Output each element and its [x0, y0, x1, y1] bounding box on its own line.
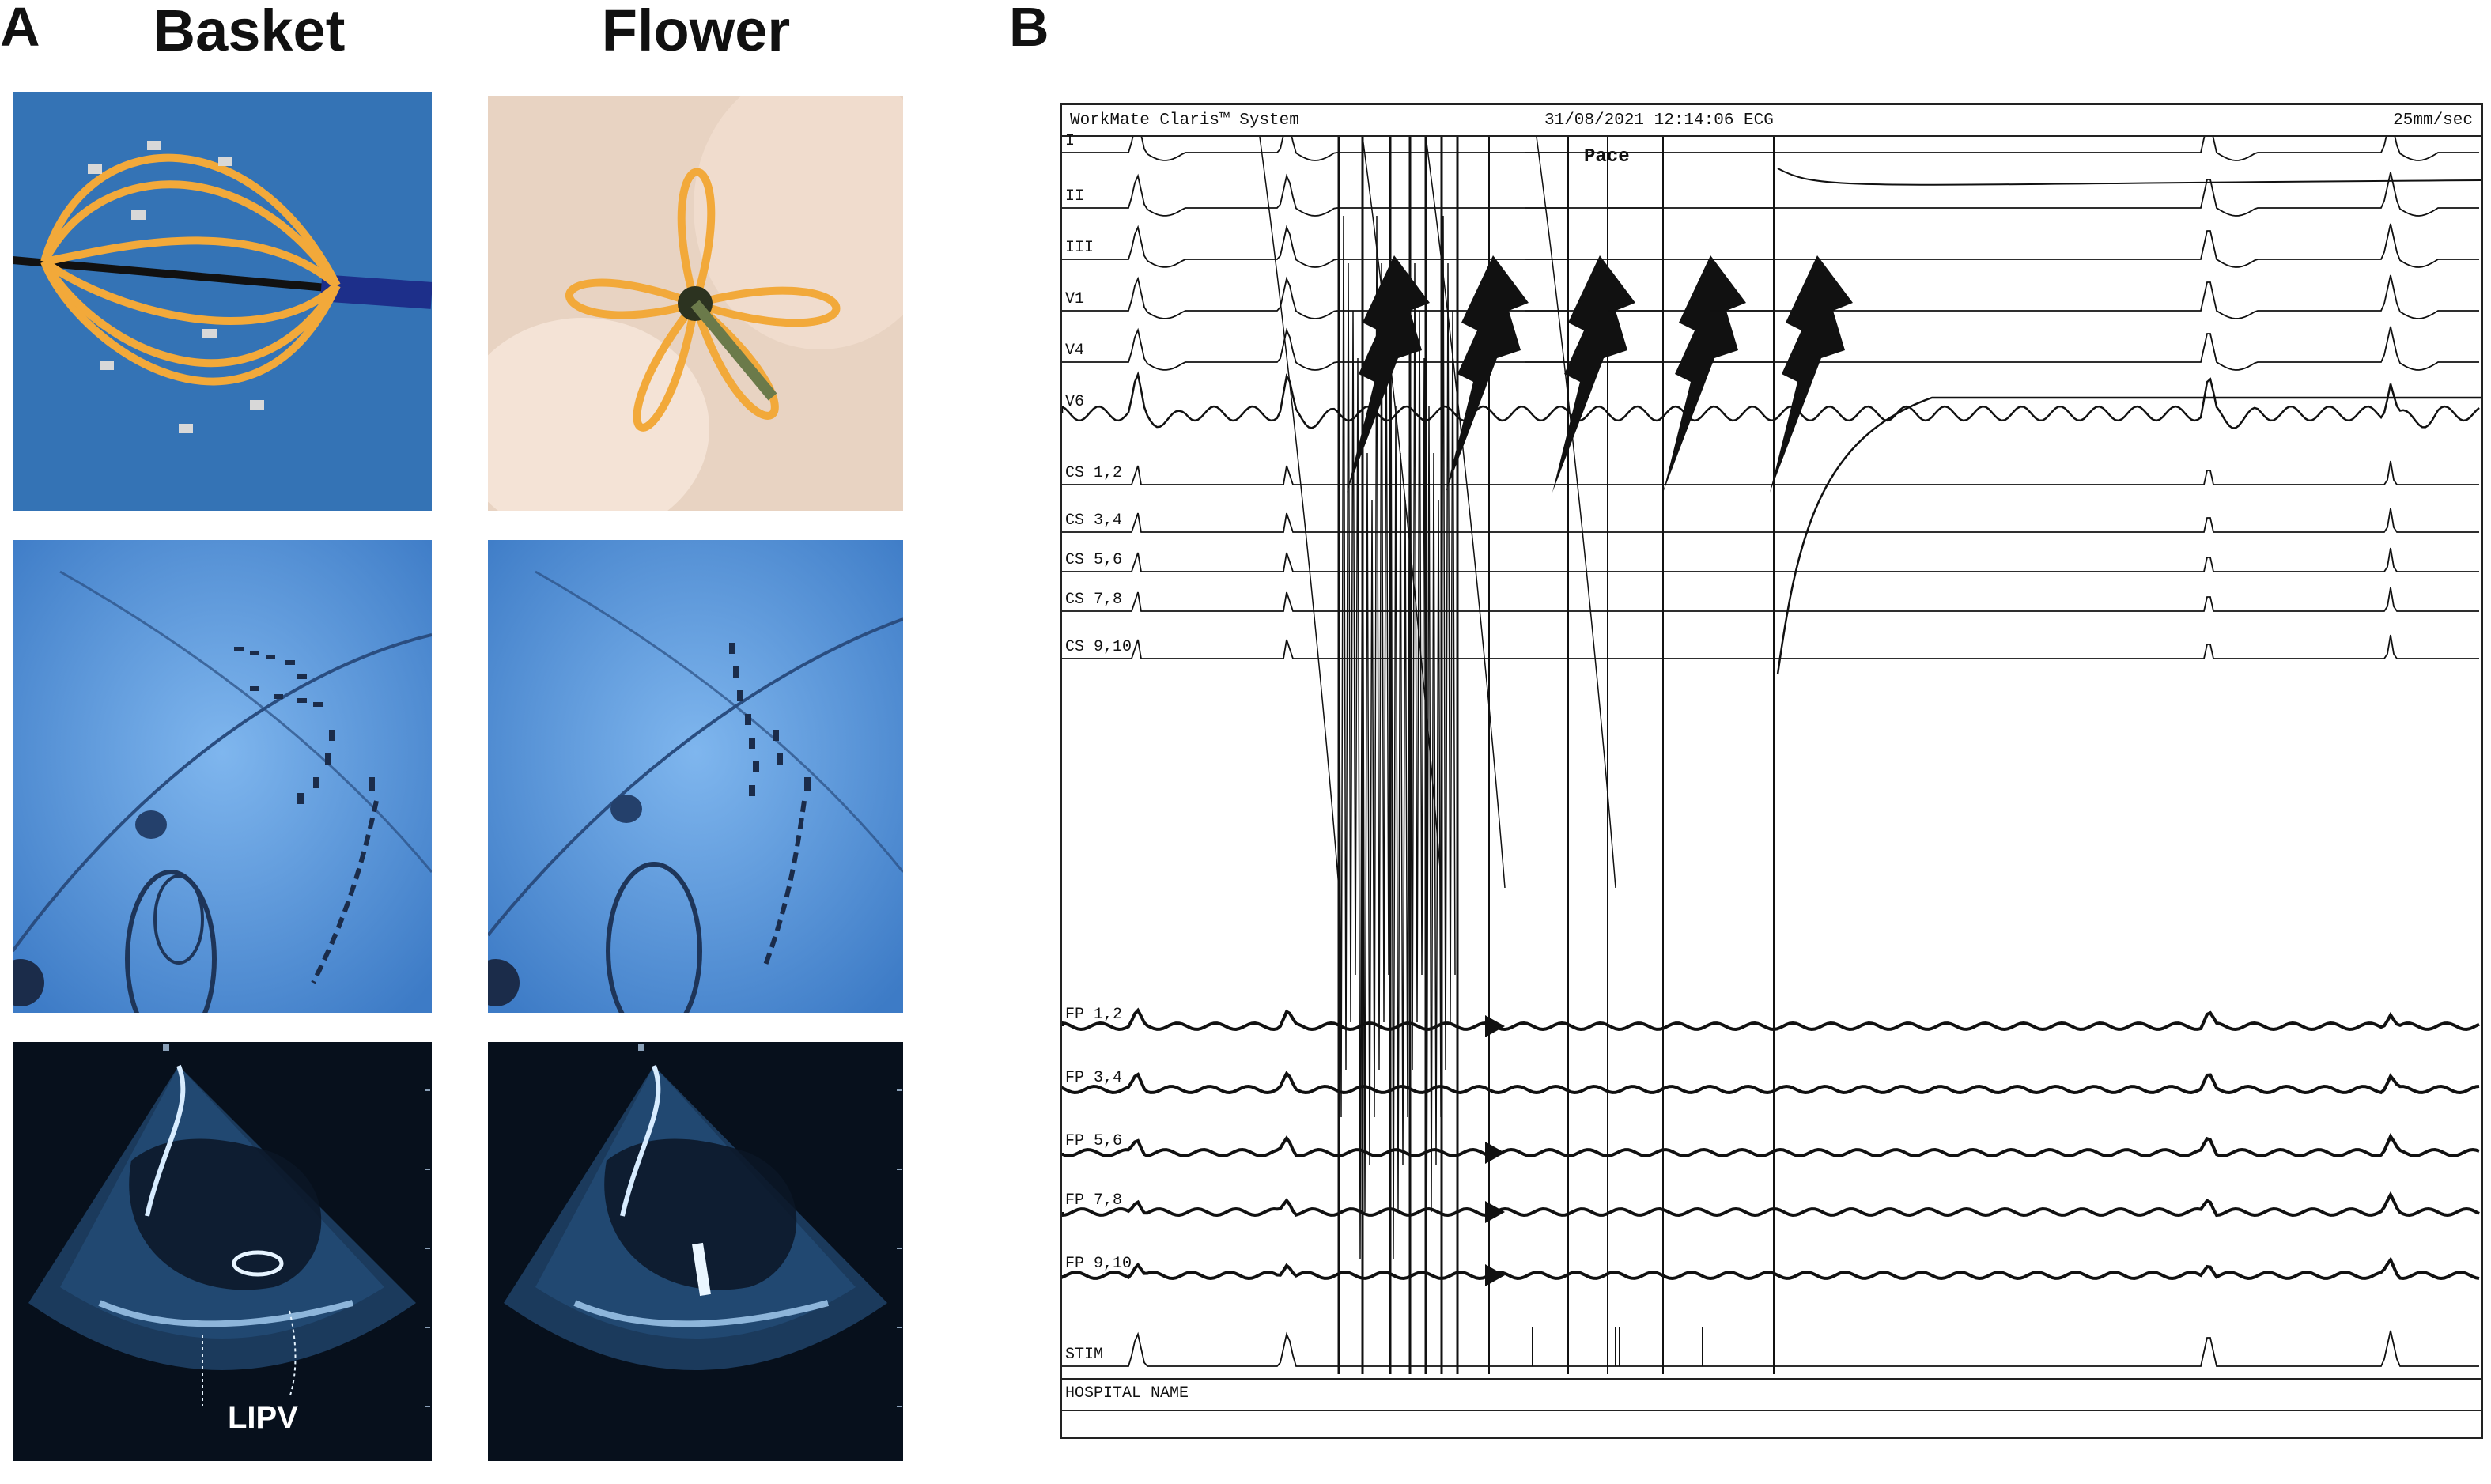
- channel-trace: [1062, 1133, 2480, 1158]
- pace-marker-triangle: [1485, 1201, 1505, 1223]
- channel-trace: [1062, 172, 2479, 217]
- column-title-flower: Flower: [601, 0, 791, 63]
- ecg-recording: WorkMate Claris™ System 31/08/2021 12:14…: [1060, 103, 2483, 1439]
- channel-label: STIM: [1065, 1346, 1104, 1364]
- channel-label: FP 5,6: [1065, 1132, 1123, 1150]
- channel-trace: [1062, 137, 2479, 161]
- recovery-curve: [1777, 168, 2481, 186]
- pace-label: Pace: [1584, 146, 1630, 168]
- flower-fluoroscopy-image: [488, 540, 903, 1013]
- flower-echo-image: [488, 1042, 903, 1461]
- stimulation-artifact: [1338, 137, 1456, 1260]
- decay-curve: [1536, 137, 1616, 889]
- decay-curve: [1425, 137, 1506, 889]
- channel-label: FP 3,4: [1065, 1069, 1123, 1087]
- sweep-speed: 25mm/sec: [2393, 111, 2473, 130]
- channel-trace: [1062, 1191, 2480, 1218]
- basket-fluoroscopy-image: [13, 540, 432, 1013]
- lipv-label: LIPV: [228, 1400, 298, 1435]
- panel-a-letter: A: [0, 0, 40, 58]
- channel-label: FP 9,10: [1065, 1255, 1132, 1273]
- flower-catheter-photo: [488, 96, 903, 511]
- panel-b-letter: B: [1009, 0, 1049, 58]
- decay-curve: [1362, 137, 1442, 889]
- channel-trace: [1062, 508, 2479, 533]
- channel-label: V4: [1065, 342, 1085, 360]
- basket-catheter-photo: [13, 92, 432, 511]
- hospital-name: HOSPITAL NAME: [1065, 1384, 1189, 1403]
- channel-trace: [1062, 1330, 2479, 1367]
- channel-label: CS 7,8: [1065, 591, 1123, 609]
- pace-marker-triangle: [1485, 1142, 1505, 1164]
- channel-label: V1: [1065, 290, 1085, 308]
- channel-label: V6: [1065, 393, 1085, 411]
- lightning-bolt-icon: [1446, 255, 1529, 493]
- channel-label: CS 3,4: [1065, 512, 1123, 530]
- channel-trace: [1062, 1256, 2480, 1281]
- channel-trace: [1062, 223, 2479, 268]
- pace-marker-triangle: [1485, 1015, 1505, 1037]
- ecg-traces: [1062, 137, 2481, 1374]
- channel-trace: [1062, 587, 2479, 612]
- channel-label: CS 9,10: [1065, 638, 1132, 656]
- lightning-bolt-icon: [1347, 255, 1430, 493]
- channel-label: FP 1,2: [1065, 1006, 1123, 1024]
- channel-trace: [1062, 460, 2479, 485]
- decay-curve: [1259, 137, 1340, 889]
- channel-label: FP 7,8: [1065, 1191, 1123, 1210]
- basket-echo-image: [13, 1042, 432, 1461]
- channel-label: III: [1065, 239, 1094, 257]
- channel-label: II: [1065, 187, 1085, 206]
- channel-trace: [1062, 634, 2479, 659]
- lightning-bolt-icon: [1552, 255, 1635, 493]
- pace-marker-triangle: [1485, 1264, 1505, 1286]
- channel-label: CS 5,6: [1065, 551, 1123, 569]
- lightning-bolt-icon: [1663, 255, 1746, 493]
- channel-trace: [1062, 1071, 2480, 1095]
- channel-trace: [1062, 326, 2479, 371]
- header-divider: [1062, 135, 2481, 137]
- recovery-curve: [1776, 396, 2481, 675]
- channel-label: CS 1,2: [1065, 464, 1123, 482]
- footer-divider: [1062, 1378, 2481, 1380]
- recording-datetime: 31/08/2021 12:14:06 ECG: [1544, 111, 1774, 130]
- channel-trace: [1062, 1007, 2480, 1032]
- channel-label: I: [1065, 132, 1075, 150]
- lightning-bolt-icon: [1770, 255, 1853, 493]
- channel-trace: [1062, 371, 2480, 429]
- channel-trace: [1062, 274, 2479, 319]
- system-name: WorkMate Claris™ System: [1070, 111, 1299, 130]
- column-title-basket: Basket: [153, 0, 346, 63]
- footer-bottom-line: [1062, 1410, 2481, 1411]
- channel-trace: [1062, 547, 2479, 572]
